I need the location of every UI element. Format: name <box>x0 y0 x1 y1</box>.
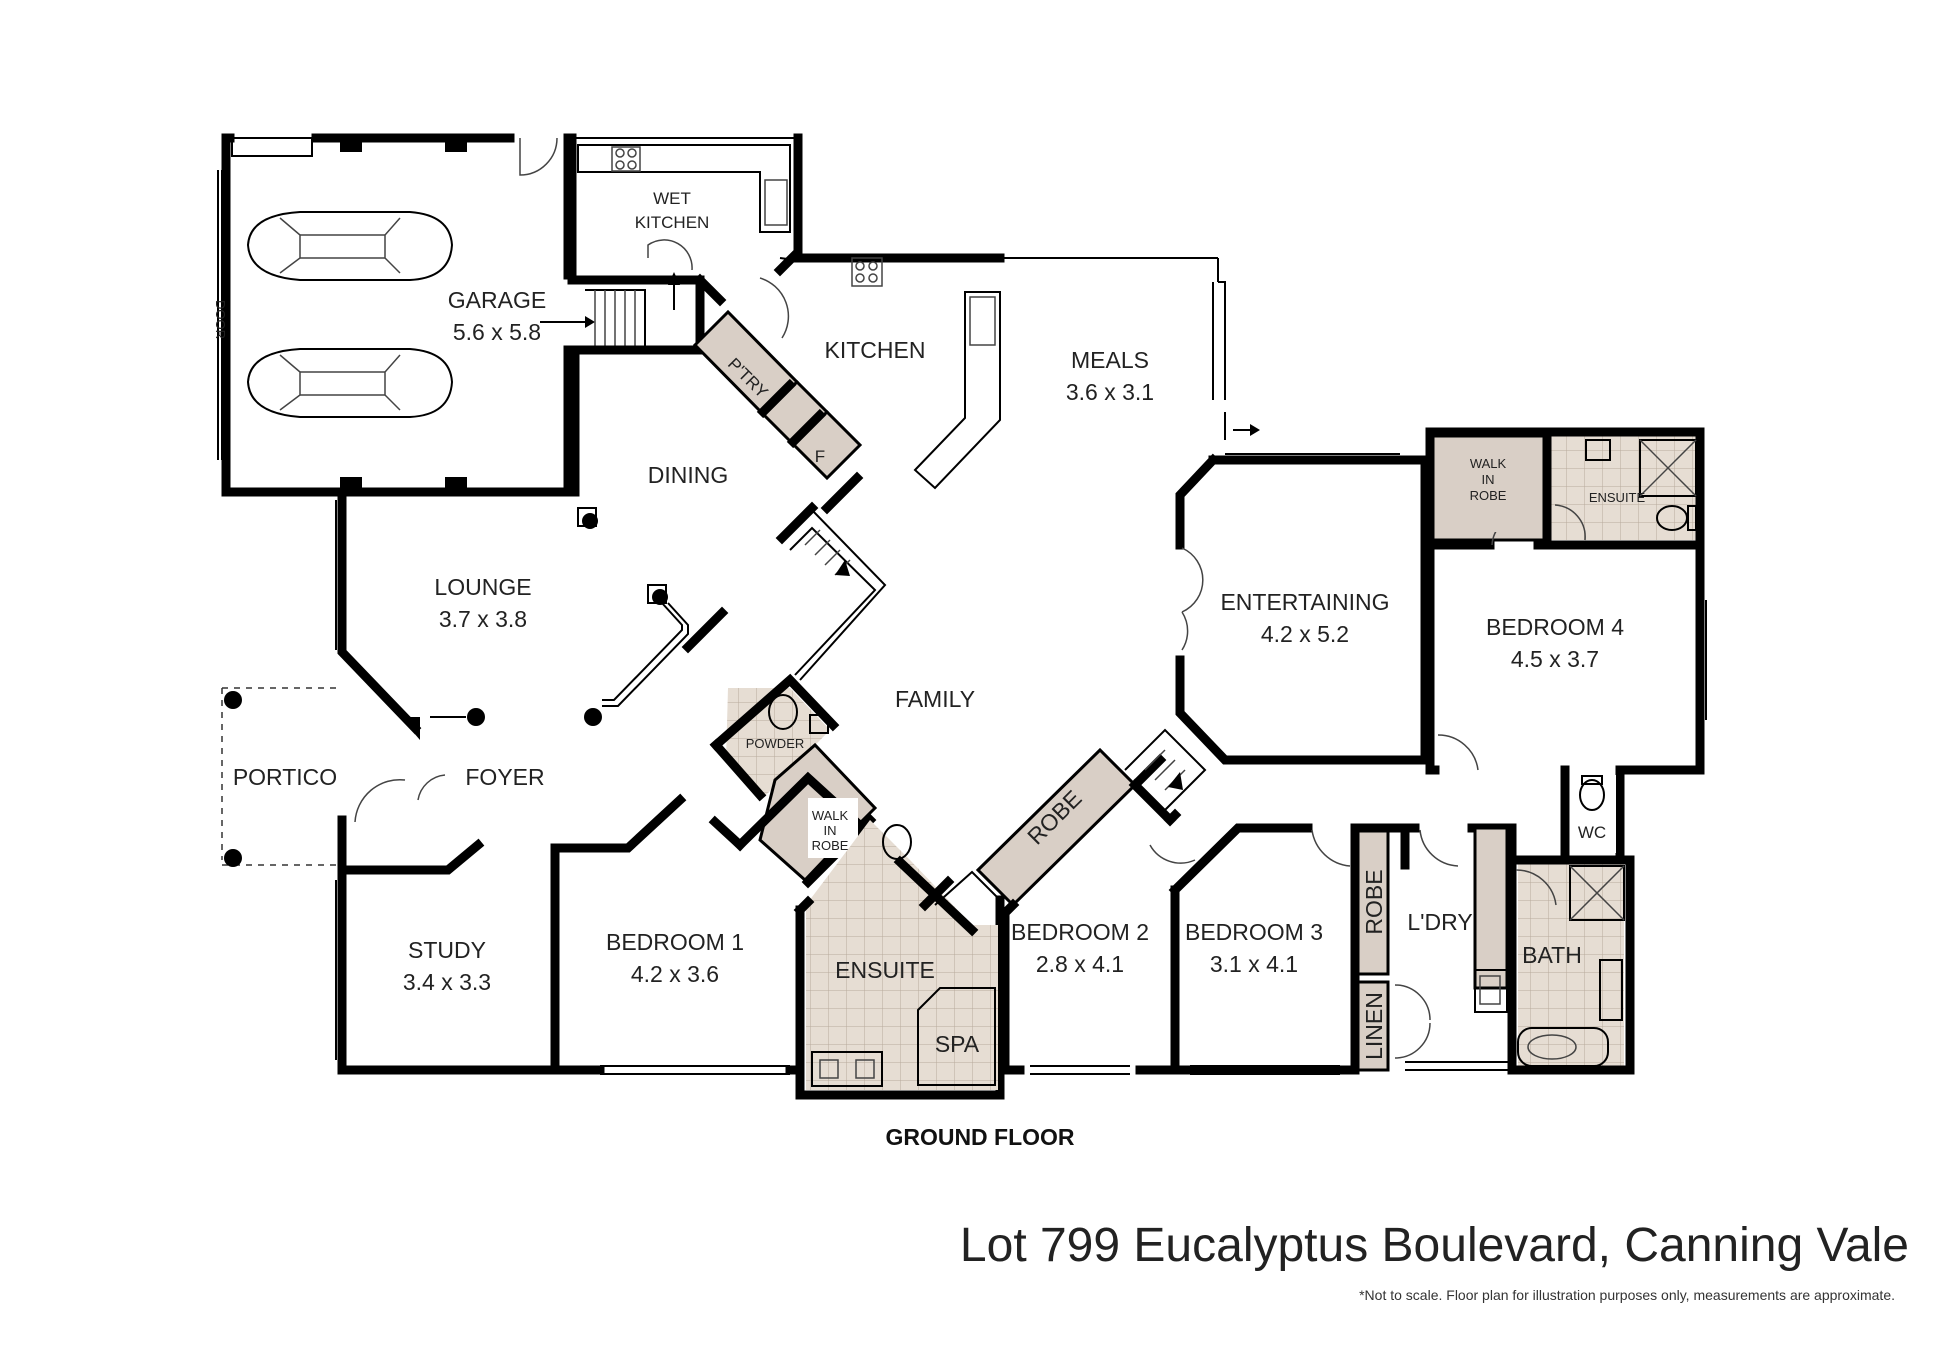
wc-name: WC <box>1578 823 1606 842</box>
garage-door-label: DOOR <box>213 300 228 339</box>
walk-in-robe-4-line2: IN <box>1482 472 1495 487</box>
walk-in-robe-1-line2: IN <box>824 823 837 838</box>
ensuite-1: WALK IN ROBE SPA ENSUITE <box>708 742 999 1090</box>
entertaining: ENTERTAINING 4.2 x 5.2 <box>1124 453 1430 811</box>
dining-name: DINING <box>648 462 729 488</box>
powder-label: POWDER <box>746 736 805 751</box>
entertaining-size: 4.2 x 5.2 <box>1261 621 1349 647</box>
fridge-label: F <box>815 447 825 466</box>
bedroom4-size: 4.5 x 3.7 <box>1511 646 1599 672</box>
kitchen-area: WET KITCHEN KITCHEN <box>567 133 1005 490</box>
wet-kitchen-line1: WET <box>653 189 691 208</box>
meals-name: MEALS <box>1071 347 1149 373</box>
car-icon <box>246 348 454 418</box>
pantry: P'TRY F <box>570 309 864 515</box>
spa-label: SPA <box>935 1031 980 1057</box>
ensuite4-label: ENSUITE <box>1589 490 1646 505</box>
entertaining-name: ENTERTAINING <box>1220 589 1389 615</box>
family: FAMILY <box>895 686 975 712</box>
dining-lounge: DINING LOUNGE 3.7 x 3.8 <box>335 345 887 740</box>
linen-label: LINEN <box>1361 992 1387 1060</box>
bedroom3-name: BEDROOM 3 <box>1185 919 1323 945</box>
bedroom1-size: 4.2 x 3.6 <box>631 961 719 987</box>
portico-name: PORTICO <box>233 764 337 790</box>
garage-name: GARAGE <box>448 287 546 313</box>
study: STUDY 3.4 x 3.3 <box>335 793 687 1075</box>
garage: DOOR GARAGE 5.6 x 5.8 <box>213 133 595 497</box>
kitchen-name: KITCHEN <box>825 337 926 363</box>
robe3-label: ROBE <box>1361 869 1387 934</box>
meals: MEALS 3.6 x 3.1 <box>1000 257 1260 440</box>
bedroom2-size: 2.8 x 4.1 <box>1036 951 1124 977</box>
bedroom-1: BEDROOM 1 4.2 x 3.6 <box>550 895 1005 1100</box>
bedroom4-name: BEDROOM 4 <box>1486 614 1624 640</box>
walk-in-robe-4-line1: WALK <box>1470 456 1507 471</box>
floor-label: GROUND FLOOR <box>885 1124 1074 1150</box>
garage-size: 5.6 x 5.8 <box>453 319 541 345</box>
bedroom2-name: BEDROOM 2 <box>1011 919 1149 945</box>
bedroom-3: BEDROOM 3 3.1 x 4.1 <box>1168 823 1360 1075</box>
ensuite1-name: ENSUITE <box>835 957 935 983</box>
bedroom-4: WALK IN ROBE ENSUITE BEDROOM 4 4.5 x 3.7 <box>1425 427 1707 775</box>
meals-size: 3.6 x 3.1 <box>1066 379 1154 405</box>
walk-in-robe-1-line1: WALK <box>812 808 849 823</box>
portico-foyer: PORTICO FOYER <box>221 687 545 875</box>
lounge-size: 3.7 x 3.8 <box>439 606 527 632</box>
bedroom-2: ROBE BEDROOM 2 2.8 x 4.1 <box>975 747 1196 1075</box>
disclaimer: *Not to scale. Floor plan for illustrati… <box>1359 1287 1895 1303</box>
wet-kitchen-line2: KITCHEN <box>635 213 710 232</box>
walk-in-robe-4-line3: ROBE <box>1470 488 1507 503</box>
family-name: FAMILY <box>895 686 975 712</box>
stairs <box>585 289 646 351</box>
bedroom3-size: 3.1 x 4.1 <box>1210 951 1298 977</box>
property-address: Lot 799 Eucalyptus Boulevard, Canning Va… <box>959 1219 1909 1272</box>
study-size: 3.4 x 3.3 <box>403 969 491 995</box>
laundry-name: L'DRY <box>1407 909 1472 935</box>
bedroom1-name: BEDROOM 1 <box>606 929 744 955</box>
laundry: ROBE LINEN L'DRY <box>1350 823 1517 1075</box>
car-icon <box>246 211 454 281</box>
lounge-name: LOUNGE <box>434 574 531 600</box>
foyer-name: FOYER <box>465 764 544 790</box>
study-name: STUDY <box>408 937 486 963</box>
bath-name: BATH <box>1522 942 1582 968</box>
bath: BATH WC <box>1507 765 1635 1075</box>
walk-in-robe-1-line3: ROBE <box>812 838 849 853</box>
